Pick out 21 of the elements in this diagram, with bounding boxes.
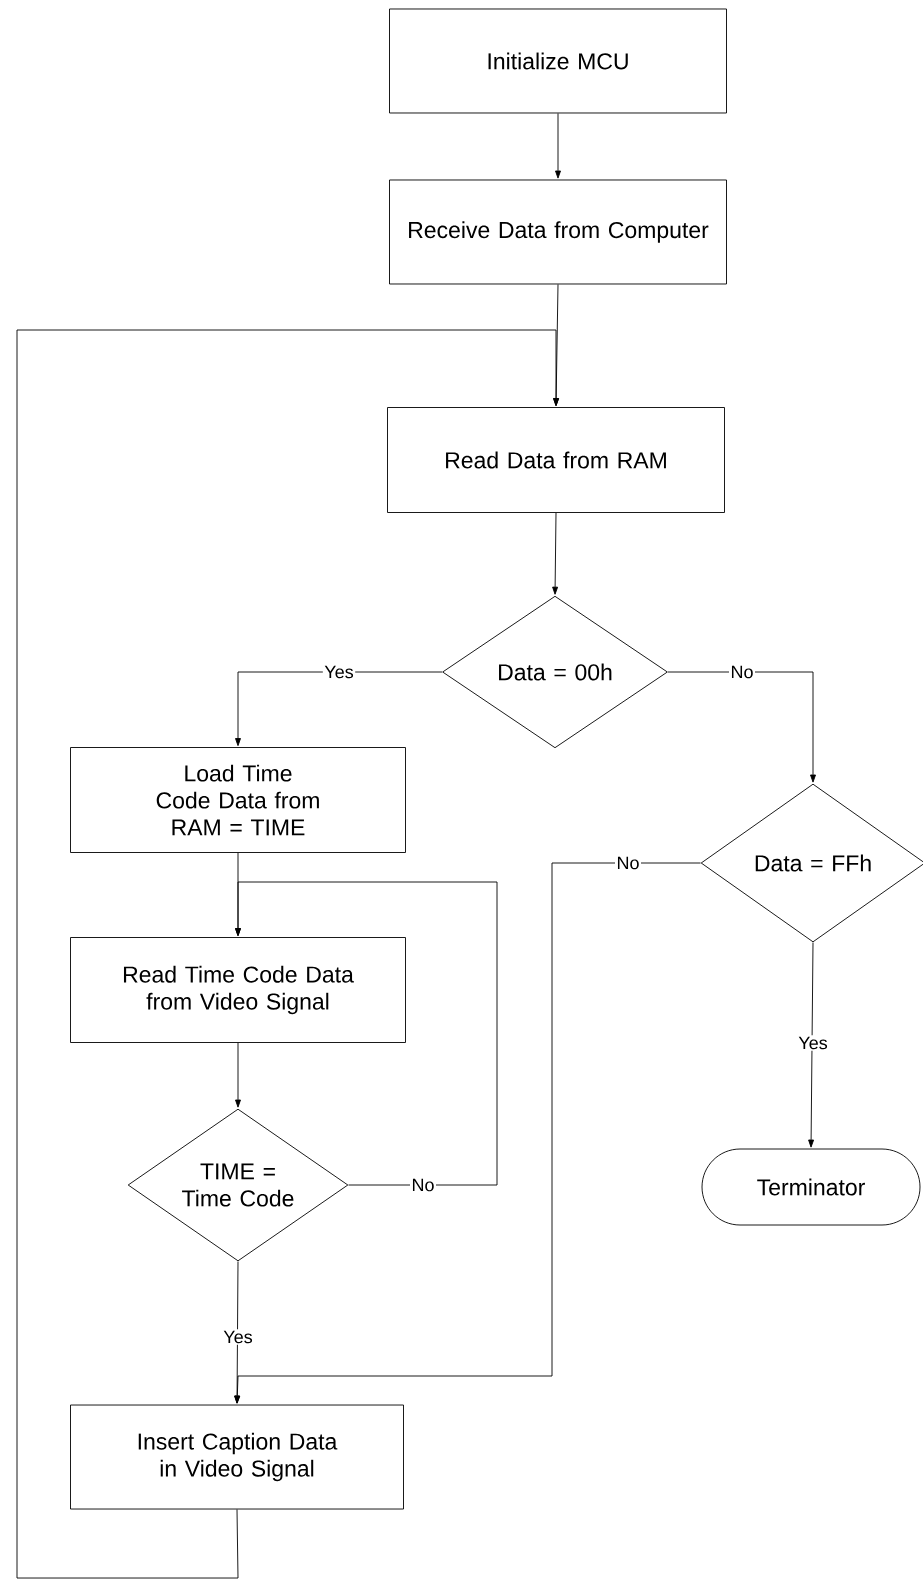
arrow xyxy=(235,671,443,747)
edge-label: Yes xyxy=(322,664,356,680)
arrow xyxy=(552,512,559,595)
arrow xyxy=(667,671,816,783)
process-box: Insert Caption Data in Video Signal xyxy=(70,1404,404,1510)
arrow xyxy=(235,1042,241,1108)
edge-label: Yes xyxy=(221,1329,255,1345)
arrow xyxy=(555,113,561,179)
edge-label: No xyxy=(410,1177,436,1193)
process-box: Initialize MCU xyxy=(389,8,727,114)
process-box: Read Data from RAM xyxy=(387,407,725,513)
process-box: Load Time Code Data from RAM = TIME xyxy=(70,747,406,853)
edge-label: Yes xyxy=(796,1035,830,1051)
edge-label: No xyxy=(729,664,755,680)
arrow xyxy=(808,942,815,1148)
process-box: Receive Data from Computer xyxy=(389,179,727,285)
edge-label: No xyxy=(615,855,641,871)
process-box: Read Time Code Data from Video Signal xyxy=(70,937,406,1043)
arrow xyxy=(234,1261,240,1404)
arrow xyxy=(16,329,559,1579)
arrow xyxy=(235,881,498,1186)
